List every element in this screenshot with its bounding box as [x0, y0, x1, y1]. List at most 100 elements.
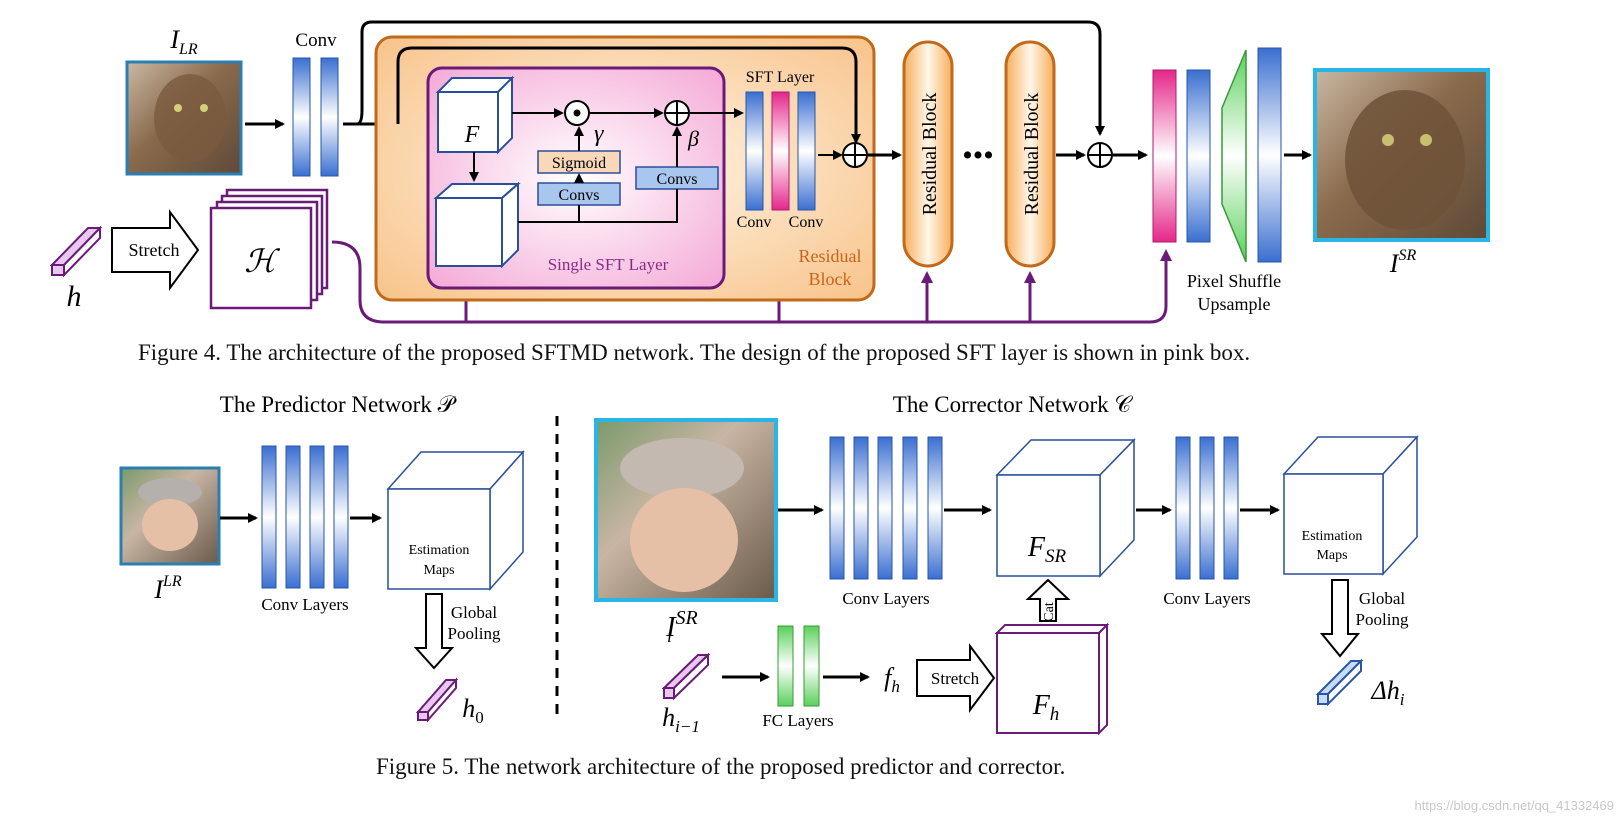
corr-conv-bar-2 — [853, 436, 869, 580]
sft-conv-a-label: Conv — [737, 214, 772, 231]
corr2-conv-label: Conv Layers — [1163, 589, 1250, 608]
pixel-shuffle-label-2: Upsample — [1198, 294, 1271, 314]
sigmoid-label: Sigmoid — [552, 155, 606, 172]
corr-conv-bar-3 — [877, 436, 893, 580]
residual-block-1-label: Residual Block — [919, 93, 941, 216]
beta-label: β — [687, 126, 699, 151]
sft-conv-bar-1 — [745, 91, 764, 211]
corrector-title: The Corrector Network 𝒞 — [893, 392, 1134, 417]
purple-bus — [331, 240, 1172, 324]
residual-block-2-label: Residual Block — [1021, 93, 1043, 216]
figure5-caption: Figure 5. The network architecture of th… — [376, 754, 1066, 779]
residual-block-label-1: Residual — [799, 246, 862, 266]
dh-label: Δhi — [1371, 676, 1405, 709]
pred-estimation-cube — [386, 450, 525, 591]
h0-label: h0 — [462, 694, 484, 727]
FSR-cube — [995, 438, 1136, 578]
fc-label: FC Layers — [762, 711, 833, 730]
pred-est-label-1: Estimation — [409, 543, 470, 558]
add-op-sft — [664, 100, 690, 126]
sft-conv-b-label: Conv — [789, 214, 824, 231]
add-op-global — [1087, 142, 1113, 168]
hprev-vector-icon — [661, 652, 711, 701]
single-sft-label: Single SFT Layer — [548, 255, 669, 274]
hprev-label: hi−1 — [662, 703, 700, 736]
output-image-sr — [1313, 68, 1490, 242]
corr2-conv-bar-2 — [1199, 436, 1215, 580]
pred-conv-bar-4 — [333, 445, 349, 589]
corr-est-label-1: Estimation — [1302, 529, 1363, 544]
pred-est-label-2: Maps — [423, 563, 454, 578]
multiply-op — [564, 100, 590, 126]
conv-bar-2 — [320, 57, 339, 177]
corr-stretch-label: Stretch — [931, 669, 980, 688]
ellipsis-dots: ••• — [962, 139, 994, 172]
FSR-label: FSR — [1027, 532, 1067, 567]
H-label: ℋ — [244, 243, 280, 279]
corr-pooling-label: Pooling — [1356, 610, 1409, 629]
dh-vector-icon — [1315, 658, 1364, 707]
corr-estimation-cube — [1282, 435, 1419, 576]
fc-bar-2 — [803, 625, 820, 707]
figure4-caption: Figure 4. The architecture of the propos… — [138, 340, 1251, 365]
input-label-lr: ILR — [169, 25, 198, 58]
input-image-lr — [125, 60, 243, 176]
F-cube — [435, 75, 515, 155]
pixel-shuffle-trapezoid — [1221, 49, 1247, 263]
residual-block-2 — [1004, 40, 1056, 268]
cat-label: Cat — [1042, 602, 1057, 622]
corr-conv-label: Conv Layers — [842, 589, 929, 608]
pred-input-label: ILR — [153, 573, 182, 604]
global-skip-connection — [346, 20, 1105, 136]
h0-vector-icon — [415, 677, 459, 723]
h-label: h — [67, 280, 82, 313]
sft-output-cube — [433, 181, 521, 269]
pred-pool-arrow — [413, 593, 455, 670]
predictor-title: The Predictor Network 𝒫 — [220, 392, 457, 417]
convs-label-2: Convs — [657, 171, 698, 188]
corr-conv-bar-1 — [829, 436, 845, 580]
corr-input-sub: i — [667, 626, 672, 646]
corr-input-label: ISR — [665, 607, 698, 643]
H-stack — [209, 188, 329, 310]
gamma-label: γ — [594, 121, 604, 147]
fc-bar-1 — [777, 625, 794, 707]
fh-label: fh — [884, 663, 900, 696]
corr-stretch-arrow — [916, 643, 996, 713]
pred-conv-bar-1 — [261, 445, 277, 589]
corr-est-label-2: Maps — [1316, 548, 1347, 563]
corr-conv-bar-5 — [927, 436, 943, 580]
pred-conv-label: Conv Layers — [261, 595, 348, 614]
conv-label: Conv — [295, 30, 337, 51]
stretch-label: Stretch — [129, 240, 180, 260]
stretch-arrow — [111, 208, 200, 292]
cat-arrow — [1025, 578, 1071, 622]
corr2-conv-bar-1 — [1175, 436, 1191, 580]
sft-conv-bar-2 — [797, 91, 816, 211]
conv-bar-1 — [292, 57, 311, 177]
sft-pink-bar — [771, 91, 790, 211]
tail-conv-bar-2 — [1257, 47, 1282, 263]
sft-layer-label: SFT Layer — [746, 69, 815, 86]
corr-conv-bar-4 — [902, 436, 918, 580]
residual-block-1 — [902, 40, 954, 268]
output-label-sr: ISR — [1389, 247, 1417, 278]
add-op-residual — [842, 142, 868, 168]
Fh-label: Fh — [1032, 690, 1060, 725]
corr-global-label: Global — [1359, 589, 1406, 608]
residual-skip-connection — [396, 46, 861, 144]
pred-input-image — [119, 466, 221, 566]
corr-pool-arrow — [1319, 579, 1361, 658]
corr-input-image — [594, 418, 778, 602]
residual-block-label-2: Block — [809, 269, 852, 289]
corr2-conv-bar-3 — [1223, 436, 1239, 580]
pred-conv-bar-2 — [285, 445, 301, 589]
convs-label-1: Convs — [559, 187, 600, 204]
pred-conv-bar-3 — [309, 445, 325, 589]
tail-pink-bar — [1152, 69, 1177, 243]
pred-pooling-label: Pooling — [448, 624, 501, 643]
pixel-shuffle-label-1: Pixel Shuffle — [1187, 271, 1281, 291]
tail-conv-bar — [1186, 69, 1211, 243]
cond-line-1 — [518, 189, 678, 223]
